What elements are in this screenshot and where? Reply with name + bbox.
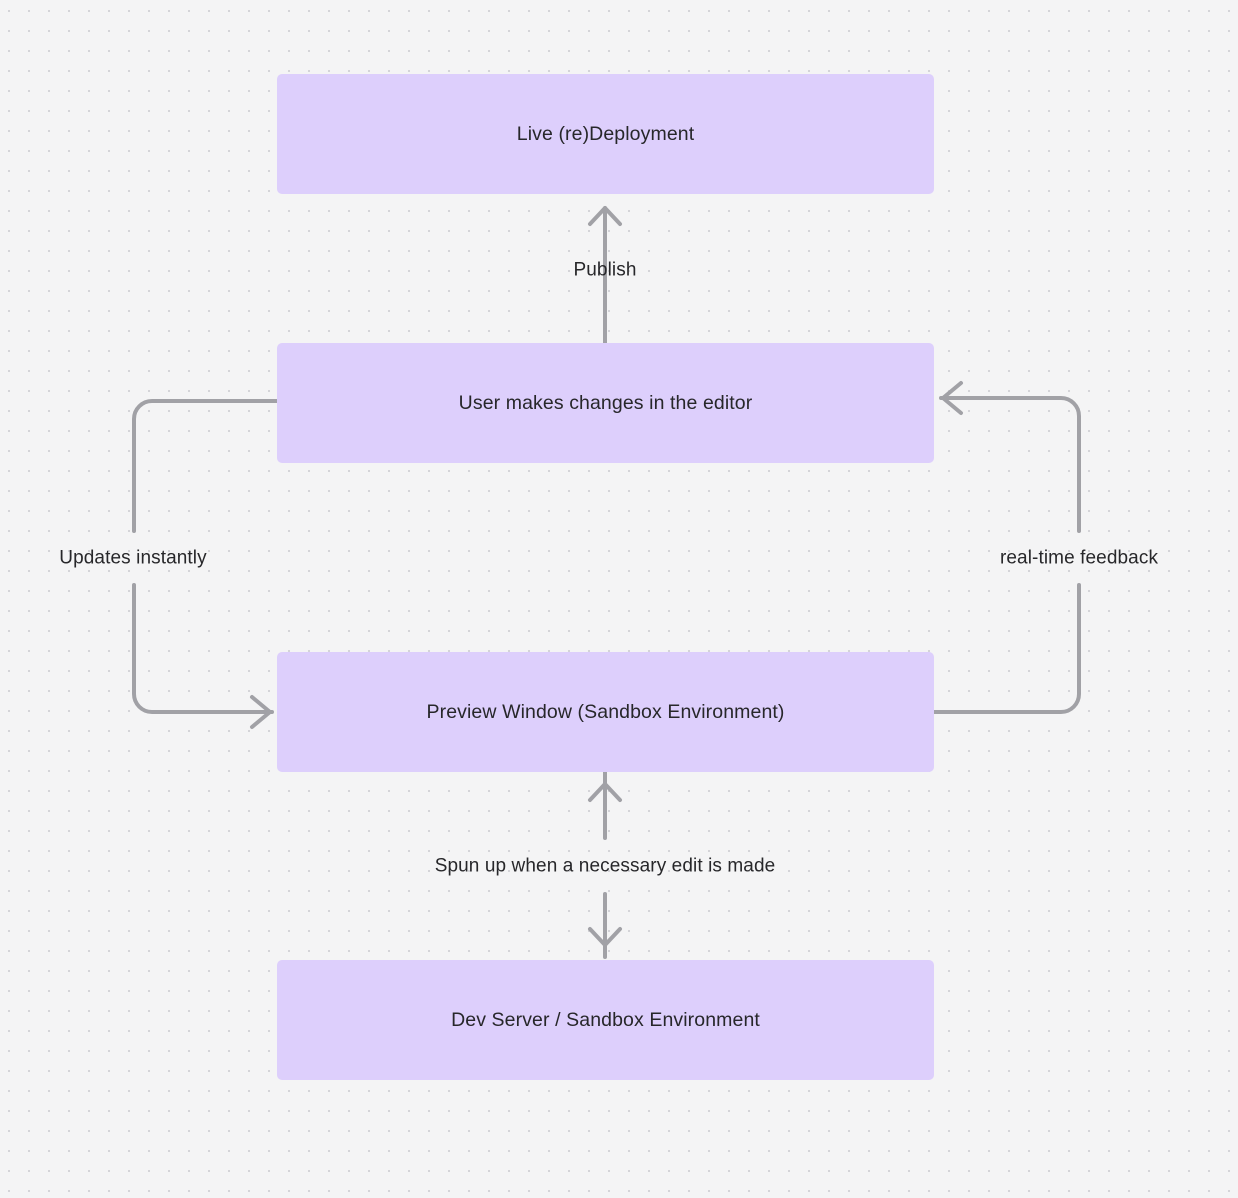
node-label: User makes changes in the editor (458, 391, 753, 414)
node-label: Preview Window (Sandbox Environment) (426, 700, 785, 723)
node-label: Live (re)Deployment (516, 122, 695, 145)
node-label: Dev Server / Sandbox Environment (451, 1008, 760, 1031)
node-preview-window[interactable]: Preview Window (Sandbox Environment) (277, 652, 934, 772)
edge-label-publish: Publish (573, 259, 637, 281)
edge-label-updates-instantly: Updates instantly (59, 547, 207, 569)
node-live-deployment[interactable]: Live (re)Deployment (277, 74, 934, 194)
node-user-edits[interactable]: User makes changes in the editor (277, 343, 934, 463)
node-dev-server[interactable]: Dev Server / Sandbox Environment (277, 960, 934, 1080)
edge-label-spun-up: Spun up when a necessary edit is made (434, 855, 776, 877)
edge-label-real-time-feedback: real-time feedback (999, 547, 1159, 569)
